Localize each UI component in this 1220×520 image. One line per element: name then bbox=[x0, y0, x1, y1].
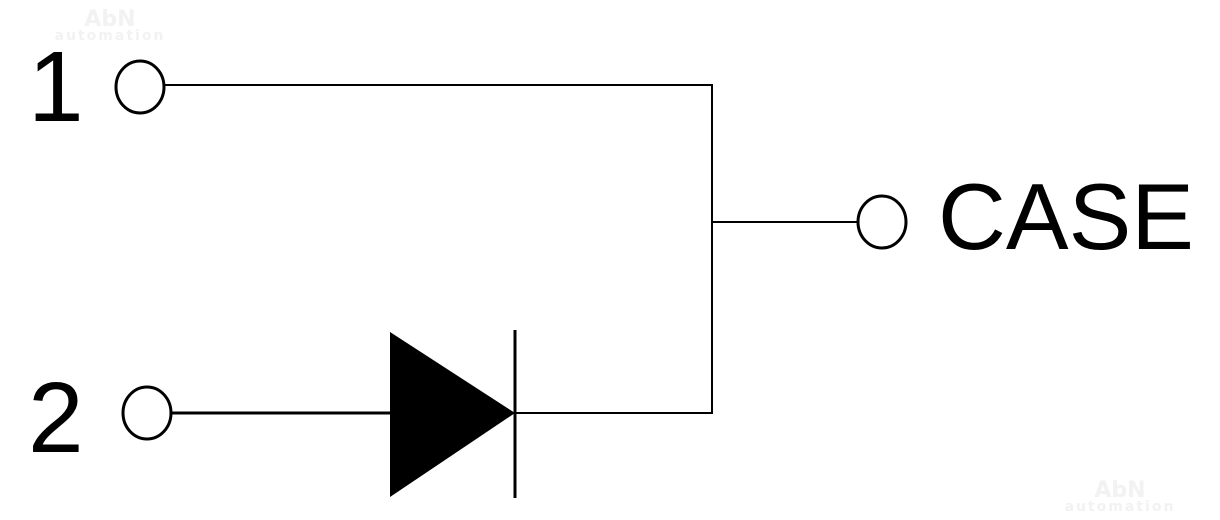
watermark-bottom-right: AbN automation bbox=[1065, 478, 1176, 515]
case-terminal bbox=[856, 194, 908, 250]
case-label: CASE bbox=[938, 164, 1194, 269]
svg-text:AbN: AbN bbox=[84, 7, 135, 32]
diode-anode-triangle bbox=[390, 332, 515, 497]
pin2-terminal bbox=[121, 385, 173, 441]
svg-text:automation: automation bbox=[55, 28, 166, 44]
svg-text:AbN: AbN bbox=[1094, 478, 1145, 503]
pin1-terminal bbox=[114, 59, 166, 115]
watermark-top-left: AbN automation bbox=[55, 7, 166, 44]
pin2-label: 2 bbox=[28, 362, 84, 474]
pin1-label: 1 bbox=[28, 31, 84, 143]
diode-symbol bbox=[390, 330, 517, 498]
svg-text:automation: automation bbox=[1065, 499, 1176, 515]
